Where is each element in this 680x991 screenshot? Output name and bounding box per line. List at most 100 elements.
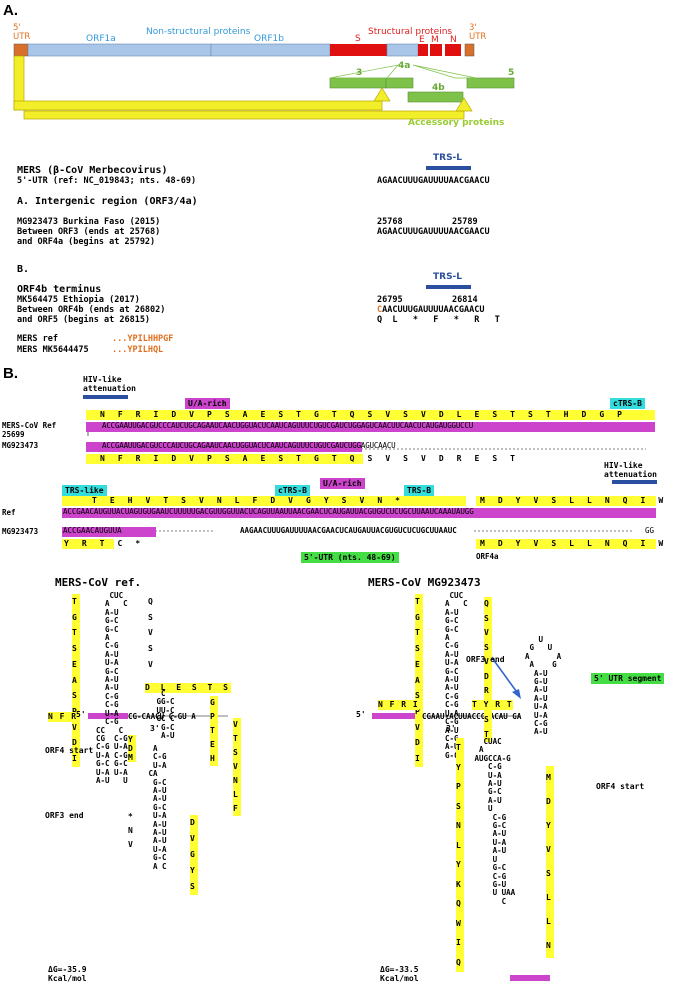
ref-stem: CUC A C A-U G-C G-C A C-G A-U U-A G-C A-… (96, 591, 128, 785)
mg-nfri: N F R I (378, 700, 419, 710)
mg-lower-aa: T Y P S N L Y K Q W I Q (456, 738, 464, 972)
acc3-box (329, 77, 387, 89)
between-2: Between ORF4b (ends at 26802) (17, 305, 166, 315)
nonstructural-label: Non-structural proteins (146, 27, 251, 37)
mg-right-aa: Q S V S V D R E S T (484, 597, 492, 742)
mg-three-prime: 3' (446, 724, 456, 733)
acc5-box (466, 77, 515, 89)
mers-ref-aa: ...YPILHHPGF (112, 334, 174, 344)
ref-three-prime: 3' (150, 724, 160, 733)
aa-top: N F R I D V P S A E S T G T Q S V S V D … (100, 410, 627, 419)
ref-right-aa: Q S V S V (148, 597, 153, 669)
and-2: and ORF5 (begins at 26815) (17, 315, 151, 325)
ref-stem-bottom: CG-CAACU C-GU A (128, 712, 196, 721)
utr5-label: 5' UTR (13, 23, 31, 42)
ua-rich-tag-1: U/A-rich (185, 398, 230, 409)
ref-nfr: N F R (48, 712, 78, 722)
seq-band-mg2a (62, 527, 156, 537)
mk-end: 26814 (452, 295, 478, 305)
mg-lower-stem: CUAC A AUGCCA-G C-G U-A A-U G-C A-U U C-… (474, 737, 516, 906)
trsl-label-2: TRS-L (433, 272, 463, 282)
acc4b-box (407, 91, 464, 103)
seq-band-ref2 (62, 508, 656, 518)
aa-band-top (86, 410, 655, 420)
mg-dg: ΔG=-33.5 Kcal/mol (380, 965, 419, 983)
orf1a-box (27, 43, 212, 57)
utr-seq: AGAACUUUGAUUUUAACGAACU (377, 176, 490, 186)
ctrsb-tag-2: cTRS-B (275, 485, 310, 496)
orf1b-label: ORF1b (254, 34, 284, 44)
mg-orf4-aa: M D Y V S L L N (546, 766, 554, 958)
aa-band-row3 (62, 539, 114, 549)
e-label: E (419, 35, 425, 45)
utr3-label: 3' UTR (469, 23, 487, 42)
ref-left-aa: T G T S E A S P V D I (72, 594, 80, 767)
mg-structure-title: MERS-CoV MG923473 (368, 576, 481, 589)
accessory-label: Accessory proteins (408, 118, 505, 128)
aa-band-row2b (476, 496, 656, 506)
acc5-label: 5 (508, 68, 515, 78)
m-box (430, 44, 442, 56)
aa-band-top2 (86, 454, 363, 464)
seq-mg-2a: ACCGAACAUGUUA (63, 526, 122, 535)
e-box (418, 44, 428, 56)
aa-row3: Y R T C * (64, 539, 145, 548)
seq-mg-1: ACCGAAUUGACGUCCCAUCUGCAGAAUCAACUGGUACUCA… (102, 441, 396, 450)
seq-band-mg1 (86, 442, 362, 452)
acc4b-label: 4b (432, 83, 445, 93)
mg-utr-segment: 5' UTR segment (591, 673, 665, 684)
aa-top-2: N F R I D V P S A E S T G T Q S V S V D … (100, 454, 520, 463)
acc4a-box (385, 77, 414, 89)
hiv-label-2: HIV-like attenuation (604, 461, 657, 479)
mk-line: MK564475 Ethiopia (2017) (17, 295, 140, 305)
ref-lower-stem: A C-G U-A CA G-C A-U A-U G-C U-A A-U A-U… (148, 744, 167, 871)
orf1b-box (210, 43, 331, 57)
mk-seq-c: C (377, 305, 383, 315)
panel-b-label: B. (3, 365, 18, 382)
mg-orf4-start: ORF4 start (596, 782, 645, 791)
section-b-title: B. (17, 264, 30, 275)
trsb-tag: TRS-B (404, 485, 435, 496)
m-label: M (431, 35, 439, 45)
ref-five-prime: 5' (76, 710, 86, 719)
aa-row2b: M D Y V S L L N Q I W (480, 496, 668, 505)
and-1: and ORF4a (begins at 25792) (17, 237, 156, 247)
ref-orf3-end: ORF3 end (45, 811, 84, 820)
mg-utr-hairpin: U G U A A A G A-U G-U A-U A-U U-A U-A C-… (525, 635, 562, 737)
seq-mg-2c: GG (645, 526, 655, 535)
mk-seq: CAACUUUGAUUUUAACGAACU (377, 305, 484, 315)
section-a-title: A. Intergenic region (ORF3/4a) (17, 196, 198, 207)
mg-start: 25768 (377, 217, 403, 227)
s-box (330, 44, 387, 56)
seq-band-ref1 (86, 422, 655, 432)
mk-seq-rest: AACUUUGAUUUUAACGAACU (382, 305, 485, 315)
between-1: Between ORF3 (ends at 25768) (17, 227, 161, 237)
ref-name-2: Ref (2, 508, 16, 517)
ref-upper-right-stem: C GG-C UU-C GC C G-C A-U (156, 689, 175, 741)
mg-orf3-end: ORF3 end (466, 655, 505, 664)
utr3-box (464, 43, 475, 57)
ref-dvgys: D V G Y S (190, 815, 198, 895)
s-label: S (355, 34, 361, 44)
ref-ydm: Y D M (128, 735, 136, 762)
utr-box-tag: 5'-UTR (nts. 48-69) (301, 552, 399, 563)
ref-nv: * N V (128, 812, 133, 849)
mers-mk-label: MERS MK5644475 (17, 345, 89, 355)
ref-vtsvnlf: V T S V N L F (233, 718, 241, 816)
ctrsb-tag-1: cTRS-B (610, 398, 645, 409)
mg-name-1: MG923473 (2, 441, 39, 450)
aa-row2: T E H V T S V N L F D V G Y S V N * (92, 496, 405, 505)
seq-mg-2b: AAGAACUUUGAUUUUAACGAACUCAUGAUUACGUGUCUCU… (240, 526, 457, 535)
ref-orf4-start: ORF4 start (45, 746, 94, 755)
ref-dlests: D L E S T S (145, 683, 231, 693)
structural-label: Structural proteins (368, 27, 453, 37)
mk-aa: Q L * F * R T (377, 315, 500, 325)
hiv-label-1: HIV-like attenuation (83, 375, 136, 393)
n-box (445, 44, 461, 56)
ua-rich-tag-2: U/A-rich (320, 478, 365, 489)
n-label: N (450, 35, 457, 45)
mers-header: MERS (β-CoV Merbecovirus) (17, 165, 168, 176)
trsl-label-1: TRS-L (433, 153, 463, 163)
ref-name-1: MERS-CoV Ref 25699 (2, 421, 57, 439)
